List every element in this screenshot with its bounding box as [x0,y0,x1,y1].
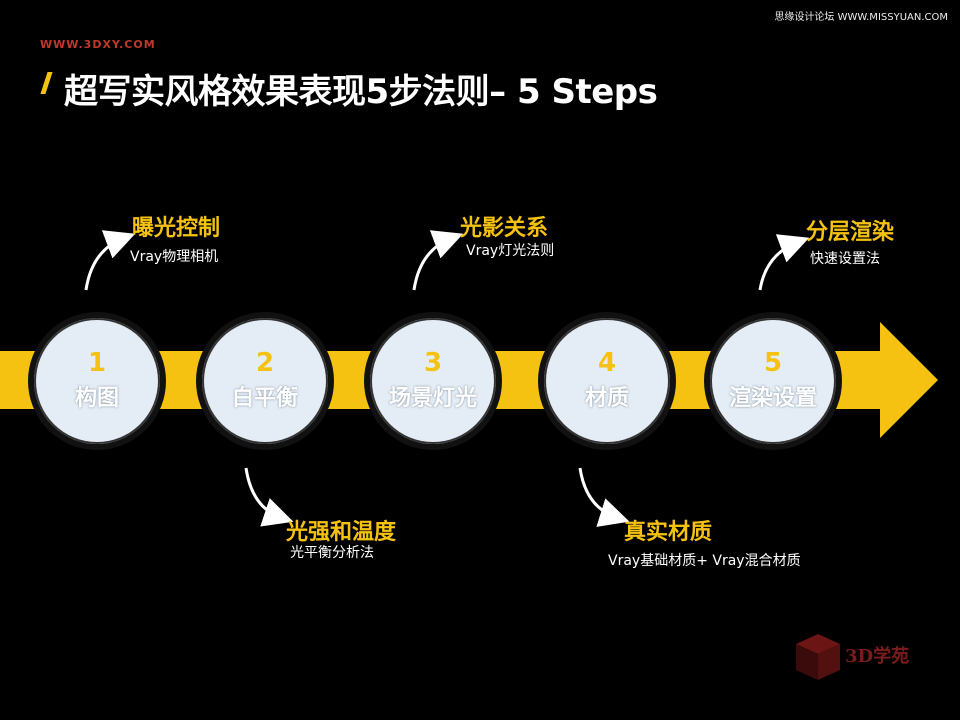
arrow-up-5 [758,234,810,291]
annotation-sub: Vray灯光法则 [466,243,555,259]
annotation-sub: 光平衡分析法 [290,545,374,561]
timeline-arrowhead [880,322,938,438]
step-circle-4: 4 材质 [538,312,676,450]
arrow-down-4 [578,467,630,527]
step-circle-3: 3 场景灯光 [364,312,502,450]
step-label: 材质 [584,386,629,411]
step-number: 5 [763,348,783,378]
brand-logo-text: 3D学苑 [845,646,910,667]
step-circle-2: 2 白平衡 [196,312,334,450]
arrow-up-3 [412,230,464,291]
arrow-up-1 [84,230,136,291]
annotation-heading: 分层渲染 [806,220,895,245]
annotation-sub: Vray物理相机 [130,249,219,265]
watermark-text: 思缘设计论坛 WWW.MISSYUAN.COM [774,12,948,23]
page-title: 超写实风格效果表现5步法则– 5 Steps [64,72,658,112]
step-circle-5: 5 渲染设置 [704,312,842,450]
step-label: 白平衡 [231,386,298,411]
annotation-heading: 光影关系 [460,216,549,241]
step-number: 2 [255,348,275,378]
step-label: 渲染设置 [728,386,817,411]
annotation-sub: Vray基础材质+ Vray混合材质 [608,553,801,569]
annotation-heading: 曝光控制 [132,216,221,241]
step-label: 构图 [74,386,119,411]
annotation-sub: 快速设置法 [810,251,880,267]
annotation-heading: 光强和温度 [286,520,397,545]
brand-logo-icon [796,634,840,680]
step-number: 1 [87,348,107,378]
step-label: 场景灯光 [388,386,477,411]
step-number: 4 [597,348,617,378]
arrow-down-2 [244,467,294,527]
step-circle-1: 1 构图 [28,312,166,450]
annotation-heading: 真实材质 [624,520,713,545]
site-url: WWW.3DXY.COM [40,38,156,51]
step-number: 3 [423,348,443,378]
